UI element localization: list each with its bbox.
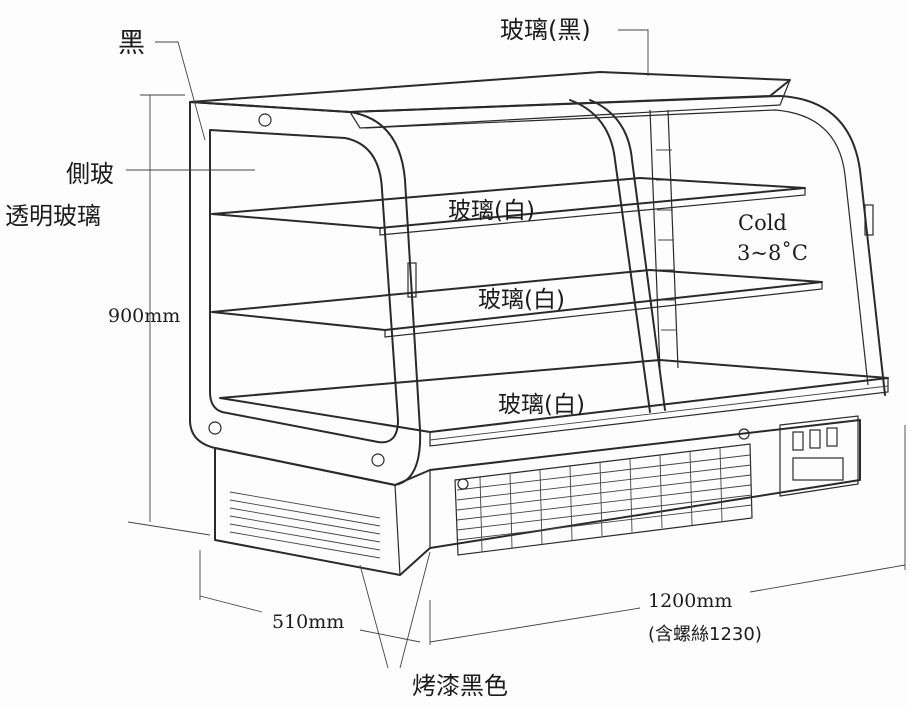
back-column (649, 109, 679, 371)
dimension-height (127, 94, 211, 536)
top-roof (189, 71, 791, 129)
label-depth: 510mm (272, 611, 344, 633)
dimension-depth (199, 550, 421, 643)
left-end-frame (189, 101, 422, 486)
switch-icon (809, 429, 821, 449)
screw-icon (258, 113, 272, 127)
front-vent-grille (454, 428, 753, 556)
leader-lines (126, 29, 649, 669)
screw-icon (371, 453, 385, 467)
shelf-top (211, 177, 806, 236)
label-shelf-top: 玻璃(白) (448, 198, 535, 224)
label-glass-black: 玻璃(黑) (500, 16, 591, 44)
control-panel (779, 415, 859, 497)
label-width-with-screws: (含螺絲1230) (648, 624, 762, 645)
label-black-top: 黑 (118, 28, 145, 59)
label-shelf-bottom: 玻璃(白) (498, 392, 585, 418)
side-vent-grille (229, 491, 381, 559)
dimension-width (429, 425, 906, 645)
glass-clip-icon (864, 204, 874, 236)
base-cabinet (214, 415, 861, 576)
screw-icon (738, 428, 750, 440)
shelf-middle (211, 269, 823, 338)
thermostat-display-icon (792, 457, 844, 481)
label-cold: Cold (738, 211, 787, 235)
screw-icon (457, 478, 469, 490)
label-width: 1200mm (648, 590, 732, 612)
front-glass (349, 95, 886, 413)
label-base-finish: 烤漆黑色 (412, 672, 508, 700)
label-side-glass-clear: 透明玻璃 (5, 202, 101, 230)
label-height: 900mm (108, 305, 180, 327)
label-shelf-middle: 玻璃(白) (478, 287, 565, 313)
switch-icon (792, 431, 804, 451)
switch-icon (826, 427, 838, 447)
label-temperature: 3~8˚C (737, 241, 808, 265)
shelf-bottom (219, 359, 889, 447)
screw-icon (208, 421, 222, 435)
glass-clip-icon (407, 262, 417, 298)
label-side-glass: 側玻 (66, 160, 114, 188)
